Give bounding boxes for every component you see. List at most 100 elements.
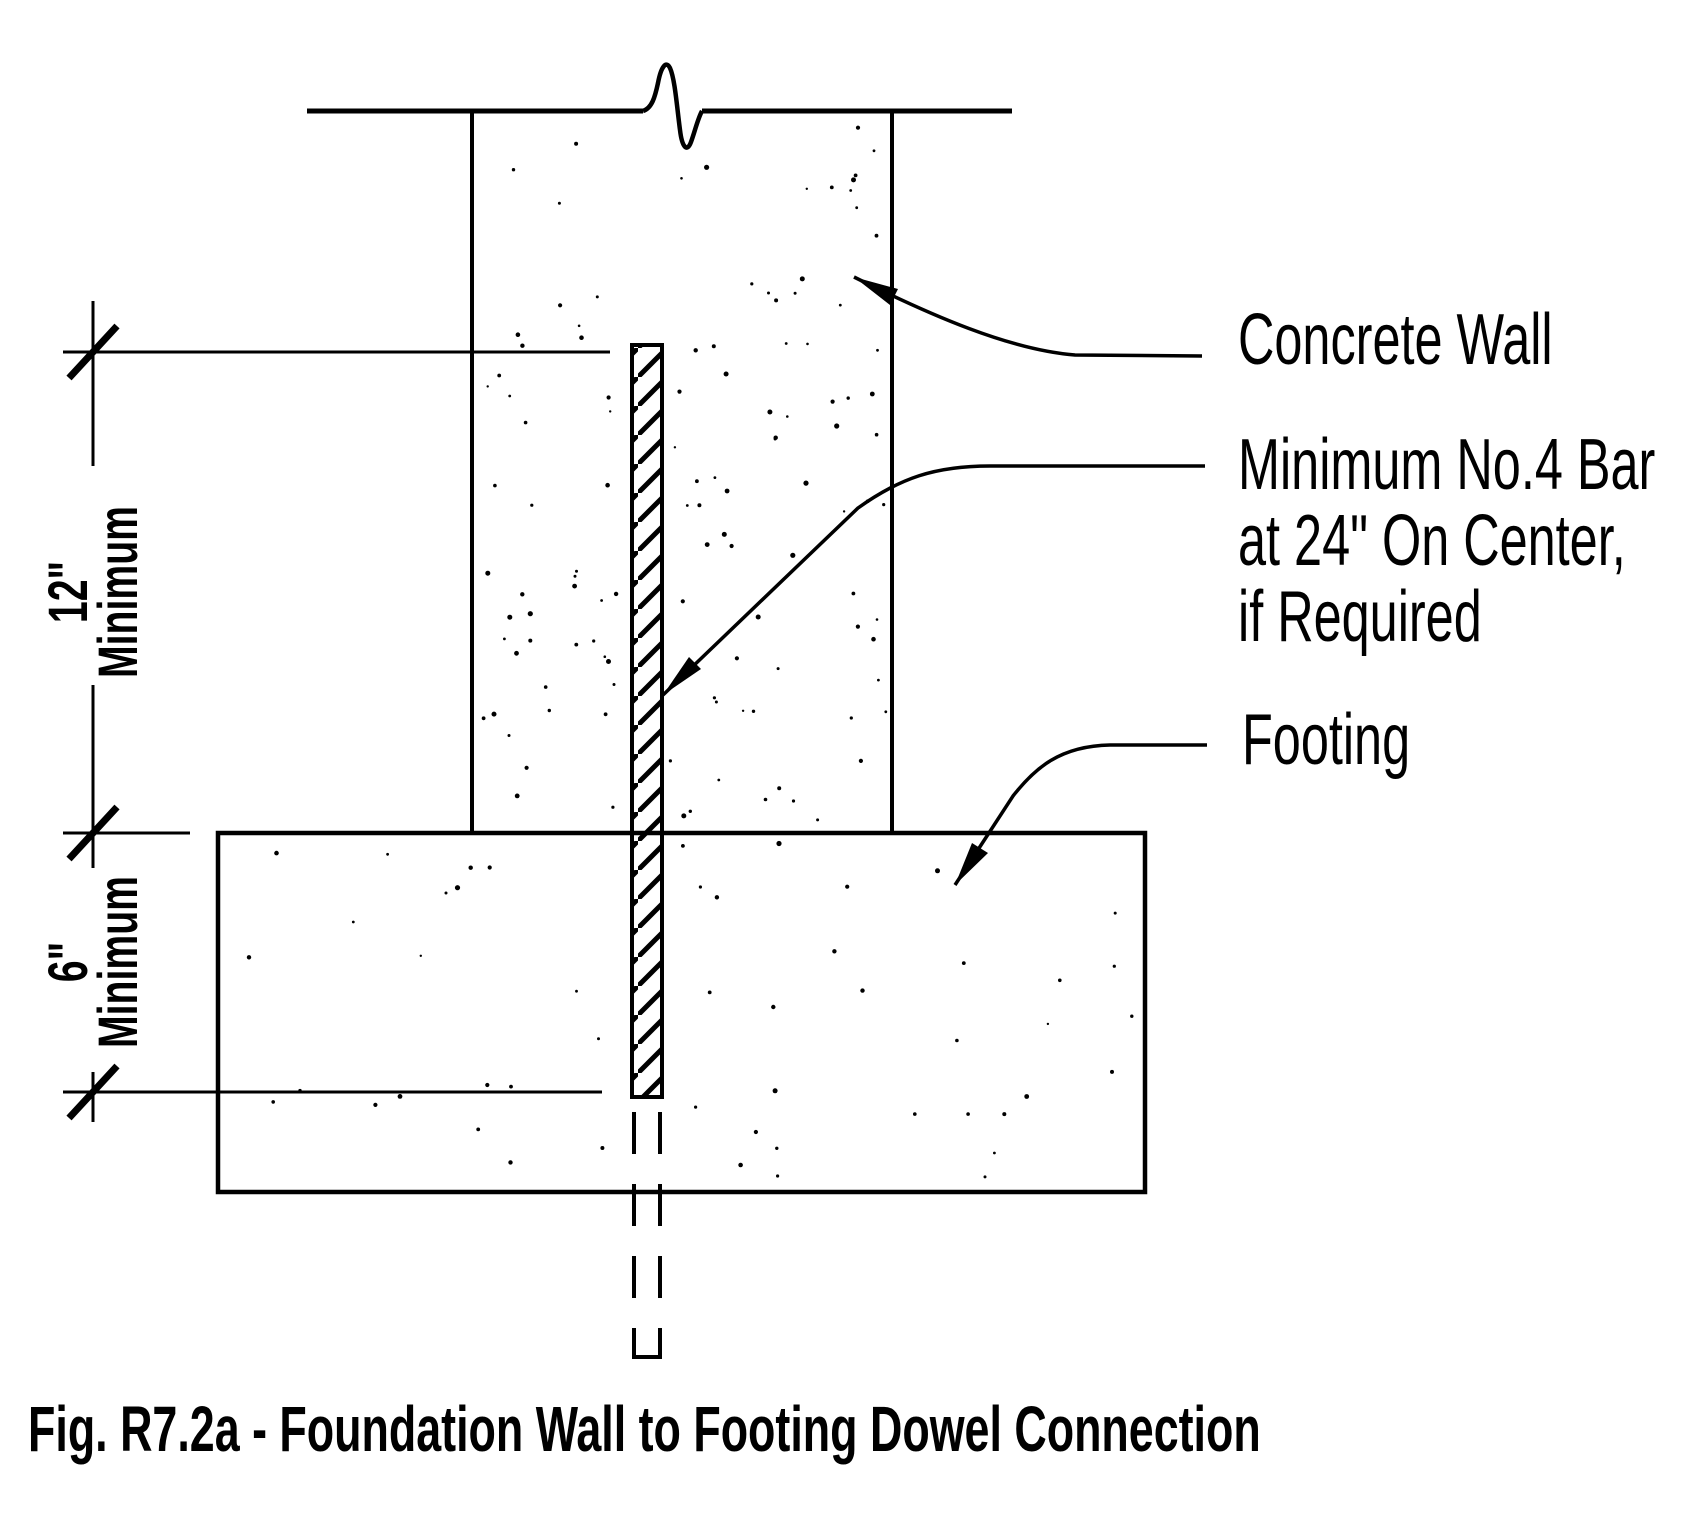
stipple-dot [855,125,861,130]
stipple-dot [763,797,768,802]
stipple-dot [520,592,525,597]
stipple-dot [799,276,805,282]
figure-caption: Fig. R7.2a - Foundation Wall to Footing … [28,1393,1261,1465]
stipple-dot [698,885,703,889]
stipple-dot [872,149,876,153]
stipple-dots-wall [481,125,888,822]
stipple-dot [877,678,880,682]
stipple-dot [849,189,853,192]
stipple-dot [688,809,692,813]
stipple-dot [776,1174,780,1178]
stipple-dot [600,599,603,602]
stipple-dot [707,990,712,995]
stipple-dot [853,173,858,178]
stipple-dot [771,1004,776,1010]
stipple-dot [613,591,619,597]
stipple-dot [875,618,879,621]
stipple-dot [1058,978,1062,983]
stipple-dot [693,348,698,353]
break-symbol-icon [642,62,704,150]
stipple-dot [935,868,940,874]
stipple-dot [605,482,610,488]
stipple-dot [520,343,525,348]
stipple-dot [776,840,782,847]
stipple-dot [790,552,796,558]
stipple-dot [751,709,756,713]
stipple-dot [714,895,720,900]
dimension-tick-marks [66,323,120,1121]
dimension-label-6-minimum: 6" Minimum [36,876,149,1048]
stipple-dot [704,542,710,547]
stipple-dot [704,164,710,170]
stipple-dot [547,708,551,713]
stipple-dot [846,396,850,400]
stipple-dot [514,793,520,799]
stipple-dot [784,342,788,345]
stipple-dot [830,399,835,404]
stipple-dot [871,636,876,642]
footing-label: Footing [1242,700,1411,780]
stipple-dot [485,1082,490,1088]
stipple-dot [573,574,577,578]
stipple-dot [786,415,789,418]
stipple-dot [397,1094,403,1099]
stipple-dot [508,394,512,398]
stipple-dot [753,1129,759,1135]
stipple-dot [524,765,529,770]
dowel-bar [630,343,664,1099]
dimension-label-12-minimum: 12" Minimum [36,506,149,678]
leader-footing [953,743,1207,886]
stipple-dot [983,1175,987,1179]
stipple-dot [527,611,533,617]
stipple-dot [603,655,607,658]
stipple-dot [1024,1094,1030,1099]
stipple-dot [246,955,252,960]
stipple-dot [793,291,797,295]
stipple-dot [373,1102,378,1107]
bar-note-line3: if Required [1238,577,1482,657]
stipple-dot [882,503,886,507]
stipple-dot [806,342,809,346]
stipple-dot [515,332,521,338]
stipple-dot [673,446,677,449]
stipple-dot [777,786,782,791]
stipple-dot [508,1160,513,1165]
stipple-dot [1002,1112,1007,1117]
stipple-dot [491,711,497,717]
stipple-dot [271,1100,276,1104]
stipple-dot [750,282,754,286]
stipple-dot [595,295,599,299]
stipple-dot [695,479,699,484]
stipple-dot [755,614,761,620]
stipple-dot [493,483,497,488]
stipple-dot [849,716,853,720]
stipple-dot [775,1146,779,1151]
stipple-dot [774,298,779,303]
stipple-dot [724,488,730,494]
stipple-dot [723,371,729,377]
bar-note-line1: Minimum No.4 Bar [1238,425,1656,505]
stipple-dot [874,432,879,437]
stipple-dot [558,303,563,308]
stipple-dot [503,637,506,641]
stipple-dot [444,891,448,895]
footing-outline [215,830,1148,1195]
stipple-dot [773,435,778,440]
stipple-dot [717,778,721,782]
stipple-dot [386,852,389,856]
stipple-dot [734,656,740,661]
stipple-dot [577,324,581,328]
stipple-dot [600,1146,605,1150]
stipple-dot [767,409,773,415]
stipple-dot [575,569,578,573]
stipple-dot [574,141,579,146]
stipple-dot [776,667,780,671]
stipple-dot [729,543,734,549]
stipple-dot [855,624,861,629]
stipple-dot [274,850,279,856]
stipple-dot [1110,1069,1114,1074]
stipple-dots-footing [246,840,1134,1179]
stipple-dot [530,503,534,507]
stipple-dot [507,734,511,737]
